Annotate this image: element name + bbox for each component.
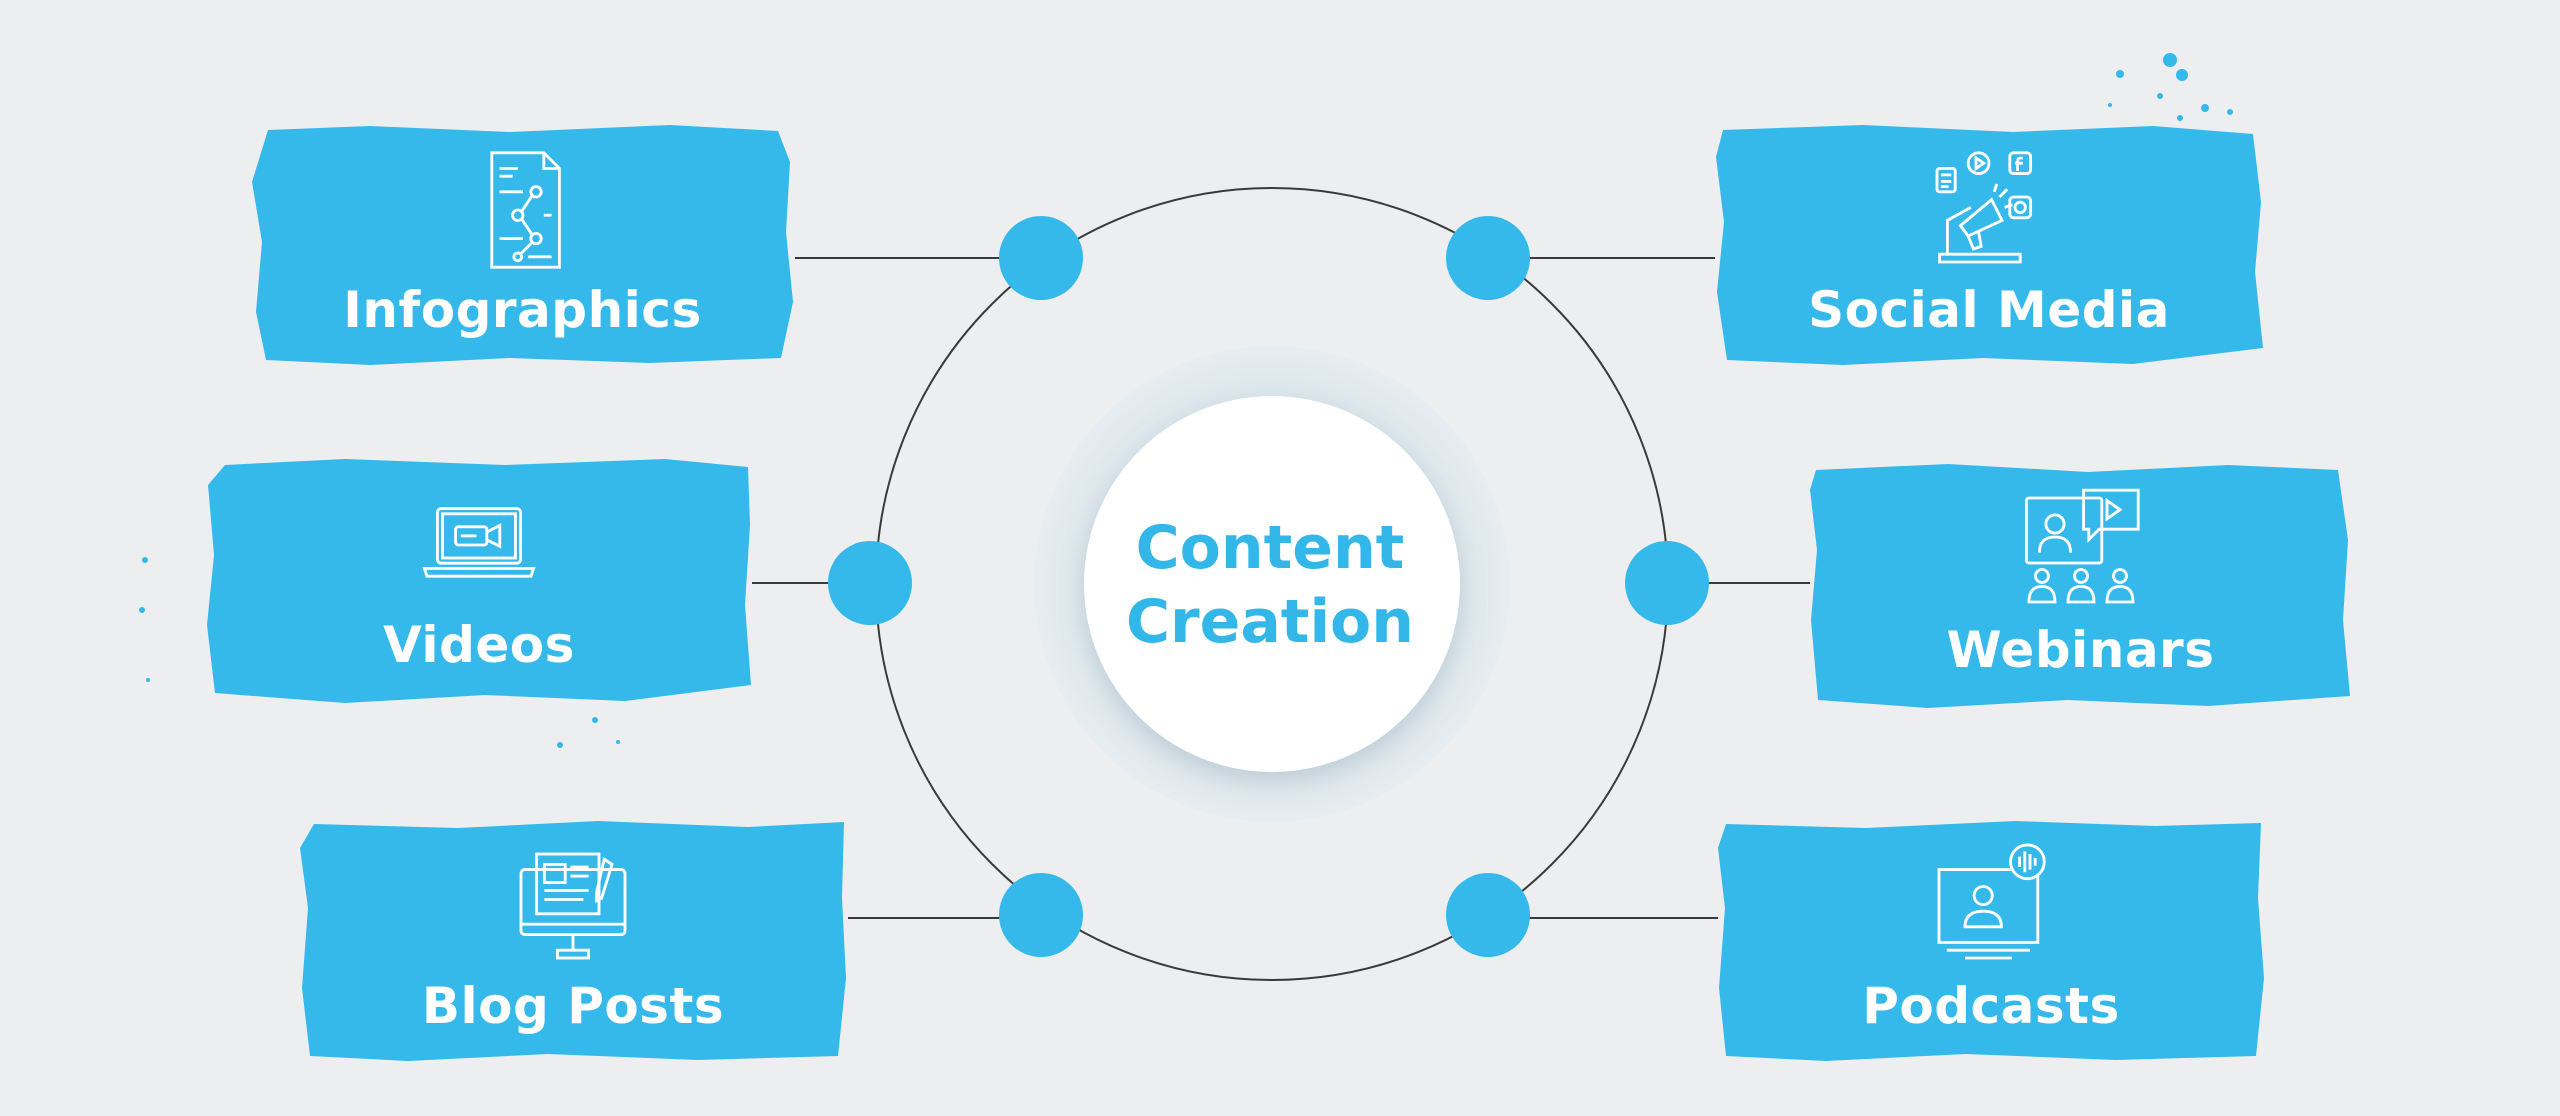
card-infographics[interactable]: Infographics: [250, 122, 795, 367]
infographic-document-icon: [489, 150, 561, 269]
card-label: Social Media: [1808, 280, 2170, 339]
podcast-screen-icon: [1937, 842, 2046, 959]
center-title-line2: Creation: [1126, 587, 1414, 657]
node-infographics: [999, 216, 1083, 300]
card-videos[interactable]: Videos: [205, 455, 753, 705]
social-media-megaphone-icon: [1935, 150, 2033, 263]
card-webinars[interactable]: Webinars: [1808, 460, 2353, 710]
node-podcasts: [1446, 873, 1530, 957]
card-label: Webinars: [1946, 621, 2215, 679]
ring-nodes: [828, 216, 1709, 957]
video-laptop-icon: [422, 507, 536, 578]
blog-monitor-icon: [519, 852, 627, 959]
card-label: Podcasts: [1862, 976, 2120, 1035]
card-label: Videos: [383, 616, 575, 674]
brush-background: [1716, 125, 2263, 365]
card-label: Blog Posts: [421, 976, 725, 1035]
card-blog-posts[interactable]: Blog Posts: [298, 818, 848, 1063]
brush-background: [207, 459, 751, 703]
center-title-line1: Content: [1135, 513, 1405, 583]
splatter-decoration: [139, 53, 2233, 748]
brush-background: [252, 125, 793, 365]
card-label: Infographics: [343, 280, 702, 339]
center-disc: [1084, 396, 1460, 772]
node-blog-posts: [999, 873, 1083, 957]
node-social-media: [1446, 216, 1530, 300]
node-webinars: [1625, 541, 1709, 625]
card-social-media[interactable]: Social Media: [1713, 122, 2265, 367]
node-videos: [828, 541, 912, 625]
card-podcasts[interactable]: Podcasts: [1716, 818, 2266, 1063]
webinar-presentation-icon: [2024, 488, 2140, 604]
center-title: Content Creation: [1035, 490, 1505, 680]
